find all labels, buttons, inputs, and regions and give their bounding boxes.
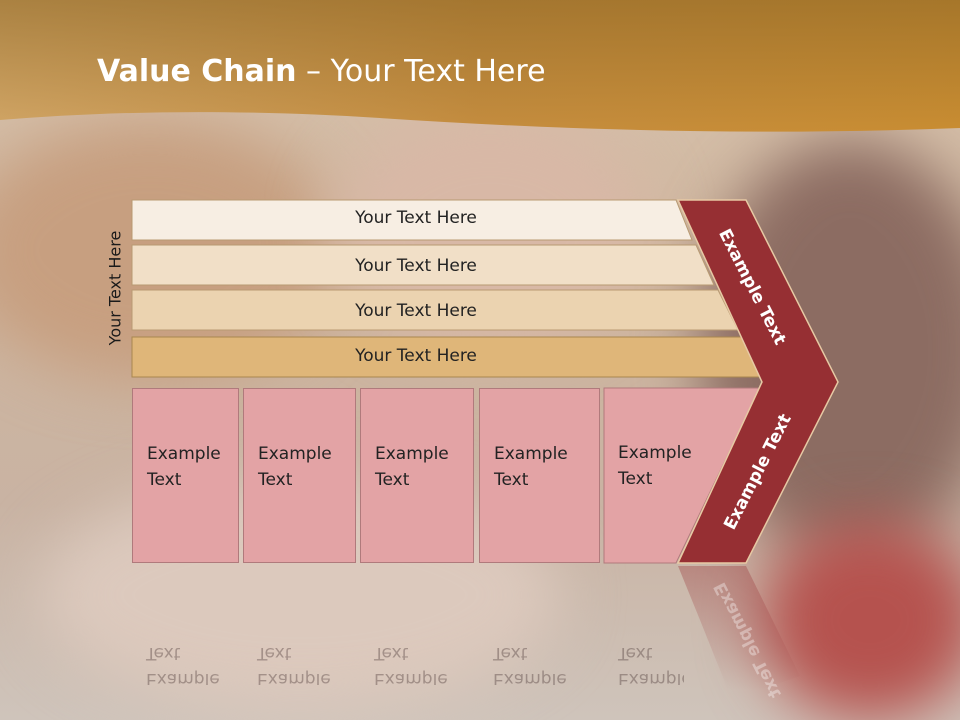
title-rest: – Your Text Here	[296, 54, 546, 89]
row-label-3: Your Text Here	[355, 301, 477, 321]
chevron-shape	[676, 199, 839, 564]
row-band-1	[131, 199, 693, 241]
row-band-2	[131, 244, 715, 286]
row-label-2: Your Text Here	[355, 256, 477, 276]
row-label-1: Your Text Here	[355, 208, 477, 228]
row-label-4: Your Text Here	[355, 346, 477, 366]
background-photo-blur	[760, 520, 960, 720]
page-title: Value Chain – Your Text Here	[97, 54, 546, 89]
title-bold: Value Chain	[97, 54, 297, 89]
chevron-reflection	[678, 566, 800, 690]
box-5-shape	[603, 387, 761, 564]
header-band	[0, 0, 960, 132]
